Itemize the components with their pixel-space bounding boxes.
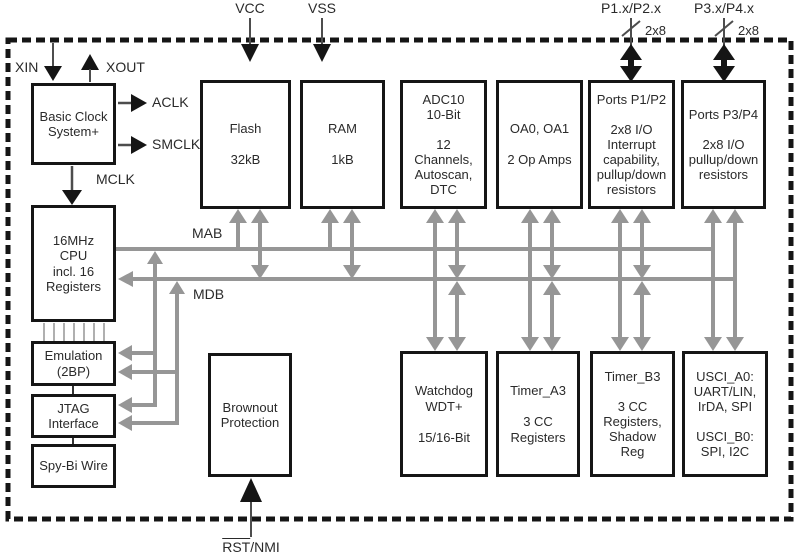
opamps-timera3-bus-connectors (521, 209, 561, 351)
brownout-protection-block: Brownout Protection (208, 353, 292, 477)
ports-p1-p2-block: Ports P1/P2 2x8 I/O Interrupt capability… (588, 80, 675, 209)
flash-block: Flash 32kB (200, 80, 291, 209)
ports-p1-p2-label: Ports P1/P2 2x8 I/O Interrupt capability… (596, 92, 667, 197)
mab-feeder-emulation-jtag (118, 251, 163, 413)
brownout-protection-label: Brownout Protection (220, 399, 280, 431)
portsp3p4-usci-bus-connectors (704, 209, 744, 351)
xout-pin-arrow (81, 54, 99, 82)
smclk-label: SMCLK (152, 136, 201, 152)
ram-block: RAM 1kB (300, 80, 385, 209)
ram-label: RAM 1kB (328, 121, 357, 168)
nmi-text: /NMI (250, 539, 280, 555)
ports-p3-p4-block: Ports P3/P4 2x8 I/O pullup/down resistor… (681, 80, 766, 209)
flash-bus-connectors (229, 209, 269, 279)
p3p4-port-arrow (713, 18, 735, 82)
jtag-interface-block: JTAG Interface (31, 394, 116, 438)
adc10-label: ADC10 10-Bit 12 Channels, Autoscan, DTC (414, 92, 473, 197)
mdb-feeder-emulation-jtag (118, 281, 185, 431)
aclk-label: ACLK (152, 94, 189, 110)
ports-p3-p4-label: Ports P3/P4 2x8 I/O pullup/down resistor… (688, 107, 759, 182)
flash-label: Flash 32kB (229, 121, 262, 168)
cpu-block: 16MHz CPU incl. 16 Registers (31, 205, 116, 322)
adc10-block: ADC10 10-Bit 12 Channels, Autoscan, DTC (400, 80, 487, 209)
mclk-arrow (62, 166, 82, 205)
timer-a3-label: Timer_A3 3 CC Registers (510, 383, 566, 445)
mdb-arrow-into-cpu (118, 271, 133, 287)
jtag-interface-label: JTAG Interface (48, 400, 99, 432)
rst-overlined-text: RST (222, 539, 251, 555)
usci-block: USCI_A0: UART/LIN, IrDA, SPI USCI_B0: SP… (682, 351, 768, 477)
op-amps-block: OA0, OA1 2 Op Amps (496, 80, 583, 209)
mdb-bus-label: MDB (193, 286, 225, 302)
aclk-arrow (118, 94, 147, 112)
vcc-pin-label: VCC (235, 0, 265, 16)
cpu-emulation-comb-lines (43, 323, 105, 341)
vss-pin-label: VSS (307, 0, 336, 16)
rst-nmi-pin-label: RST/NMI (211, 540, 291, 555)
timer-b3-label: Timer_B3 3 CC Registers, Shadow Reg (603, 369, 662, 459)
portsp1p2-timerb3-bus-connectors (611, 209, 651, 351)
xin-pin-arrow (44, 43, 62, 81)
adc10-watchdog-bus-connectors (426, 209, 466, 351)
chip-boundary-dashed-border (5, 37, 794, 522)
pin-arrows (44, 18, 735, 537)
p1x-p2x-pin-label: P1.x/P2.x (601, 0, 661, 16)
p1p2-bus-width-label: 2x8 (645, 23, 666, 38)
timer-a3-block: Timer_A3 3 CC Registers (496, 351, 580, 477)
mab-bus-label: MAB (192, 225, 223, 241)
smclk-arrow (118, 136, 147, 154)
emulation-block: Emulation (2BP) (31, 341, 116, 386)
ram-bus-connectors (321, 209, 361, 279)
emulation-label: Emulation (2BP) (44, 348, 103, 379)
vcc-pin-arrow (241, 18, 259, 62)
p3p4-bus-width-label: 2x8 (738, 23, 759, 38)
spy-bi-wire-block: Spy-Bi Wire (31, 444, 116, 488)
watchdog-label: Watchdog WDT+ 15/16-Bit (414, 383, 474, 445)
xout-pin-label: XOUT (106, 59, 145, 75)
spy-bi-wire-label: Spy-Bi Wire (39, 458, 108, 474)
vss-pin-arrow (313, 18, 331, 62)
basic-clock-system-label: Basic Clock System+ (39, 108, 108, 140)
rst-nmi-pin-arrow (240, 478, 262, 537)
watchdog-block: Watchdog WDT+ 15/16-Bit (400, 351, 488, 477)
xin-pin-label: XIN (15, 59, 39, 75)
cpu-label: 16MHz CPU incl. 16 Registers (46, 232, 101, 295)
op-amps-label: OA0, OA1 2 Op Amps (507, 121, 572, 168)
p3x-p4x-pin-label: P3.x/P4.x (694, 0, 754, 16)
timer-b3-block: Timer_B3 3 CC Registers, Shadow Reg (590, 351, 675, 477)
bus-wiring (43, 209, 744, 431)
mclk-label: MCLK (96, 171, 135, 187)
basic-clock-system-block: Basic Clock System+ (31, 83, 116, 165)
usci-label: USCI_A0: UART/LIN, IrDA, SPI USCI_B0: SP… (693, 369, 757, 459)
p1p2-port-arrow (620, 18, 642, 82)
